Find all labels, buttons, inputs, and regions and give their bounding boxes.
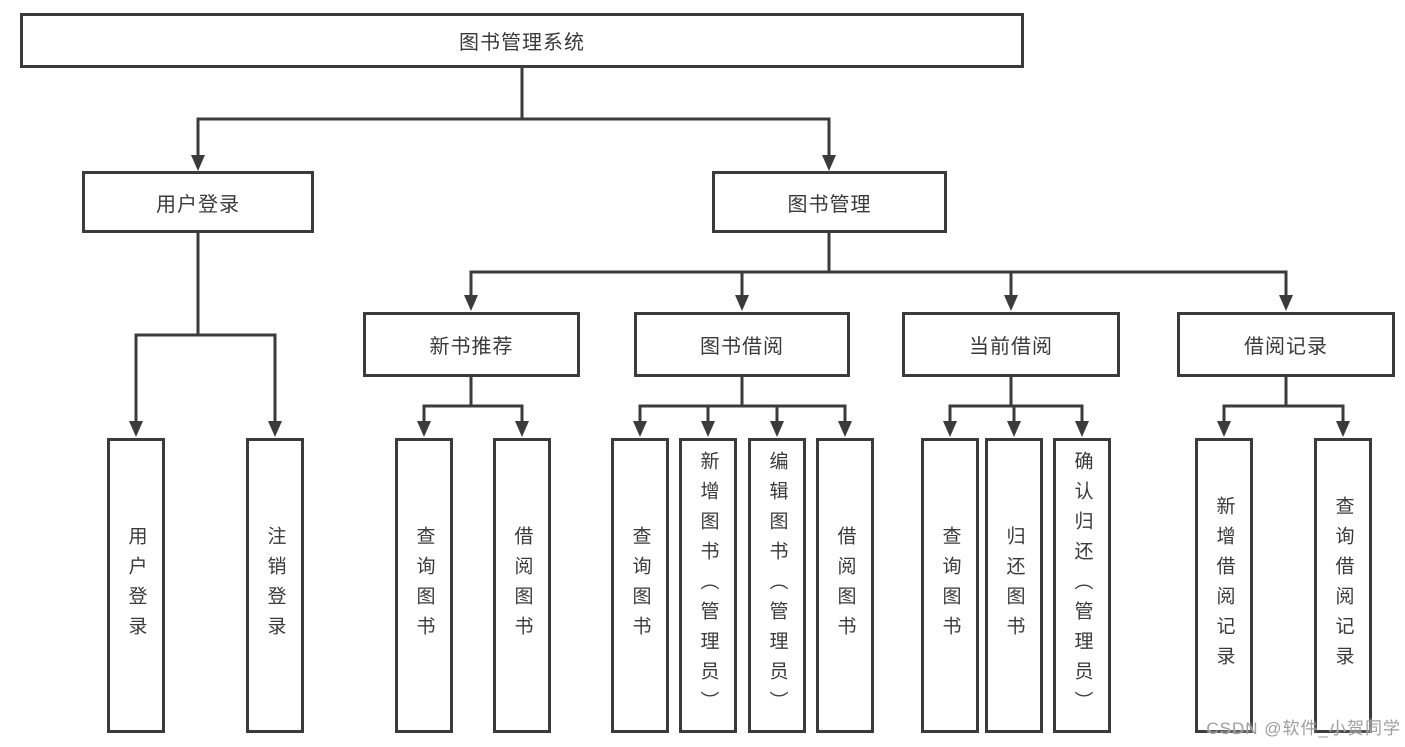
leaf-add-book-admin: 新增图书（管理员） [679, 438, 737, 733]
leaf-return-book-label: 归还图书 [1003, 525, 1025, 646]
leaf-query-borrow-record: 查询借阅记录 [1314, 438, 1372, 733]
node-new-book-recommend: 新书推荐 [363, 312, 580, 377]
leaf-logout: 注销登录 [246, 438, 304, 733]
node-book-management-label: 图书管理 [787, 193, 872, 216]
watermark: CSDN @软件_小贺同学 [1206, 719, 1401, 738]
node-root: 图书管理系统 [20, 13, 1024, 68]
leaf-user-login-label: 用户登录 [125, 525, 147, 646]
node-borrow-records: 借阅记录 [1177, 312, 1395, 377]
leaf-borrow-books-recommend: 借阅图书 [493, 438, 551, 733]
leaf-confirm-return-admin: 确认归还（管理员） [1053, 438, 1111, 733]
node-root-label: 图书管理系统 [459, 32, 585, 54]
node-user-login-label: 用户登录 [156, 193, 240, 216]
leaf-edit-book-admin-label: 编辑图书（管理员） [766, 450, 788, 721]
leaf-query-books-borrow-label: 查询图书 [629, 525, 651, 646]
leaf-add-borrow-record: 新增借阅记录 [1195, 438, 1253, 733]
node-borrow-records-label: 借阅记录 [1244, 336, 1328, 358]
leaf-borrow-books: 借阅图书 [816, 438, 874, 733]
node-new-book-recommend-label: 新书推荐 [429, 336, 514, 358]
node-current-borrow: 当前借阅 [902, 312, 1120, 377]
leaf-return-book: 归还图书 [985, 438, 1043, 733]
leaf-borrow-books-label: 借阅图书 [834, 525, 856, 646]
leaf-logout-label: 注销登录 [264, 525, 286, 646]
leaf-add-borrow-record-label: 新增借阅记录 [1213, 495, 1235, 676]
leaf-query-borrow-record-label: 查询借阅记录 [1332, 495, 1354, 676]
leaf-edit-book-admin: 编辑图书（管理员） [748, 438, 806, 733]
leaf-user-login: 用户登录 [107, 438, 165, 733]
node-current-borrow-label: 当前借阅 [969, 336, 1053, 358]
node-user-login: 用户登录 [82, 171, 314, 233]
leaf-add-book-admin-label: 新增图书（管理员） [697, 450, 719, 721]
leaf-query-books-current: 查询图书 [921, 438, 979, 733]
leaf-query-books-current-label: 查询图书 [939, 525, 961, 646]
node-book-borrow: 图书借阅 [634, 312, 850, 377]
node-book-management: 图书管理 [712, 171, 947, 233]
node-book-borrow-label: 图书借阅 [700, 336, 784, 358]
leaf-confirm-return-admin-label: 确认归还（管理员） [1071, 450, 1093, 721]
leaf-borrow-books-recommend-label: 借阅图书 [511, 525, 533, 646]
leaf-query-books-recommend-label: 查询图书 [413, 525, 435, 646]
leaf-query-books-recommend: 查询图书 [395, 438, 453, 733]
leaf-query-books-borrow: 查询图书 [611, 438, 669, 733]
